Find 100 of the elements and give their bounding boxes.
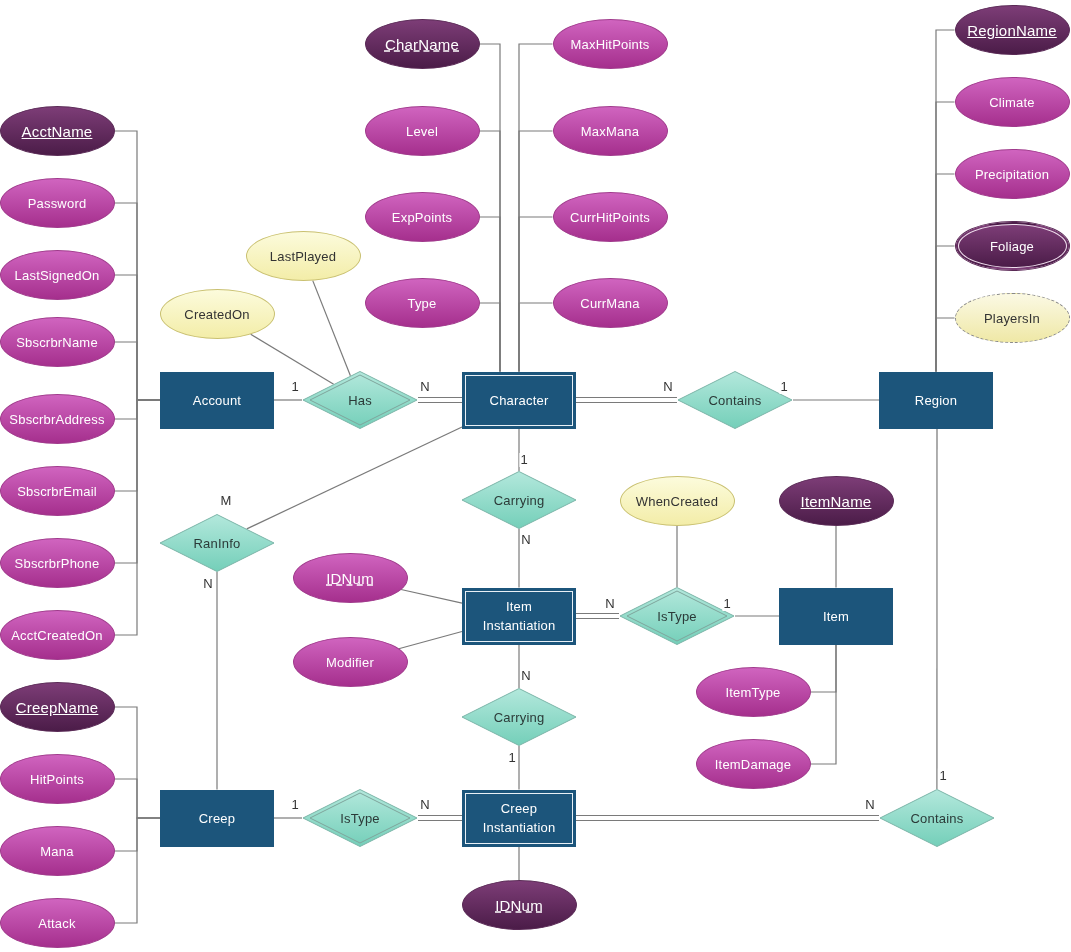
double-connector-line	[417, 396, 463, 404]
connector-line	[312, 280, 352, 377]
relationship-diamond	[879, 789, 995, 847]
attribute-name: AcctCreatedOn	[11, 627, 103, 643]
attribute-name: Modifier	[326, 654, 374, 670]
relationship-name: RanInfo	[193, 535, 241, 551]
identifying-relationship-diamond	[619, 587, 735, 645]
double-connector-line	[575, 612, 620, 620]
relationship-diamond	[677, 371, 793, 429]
cardinality-label: 1	[779, 380, 789, 394]
attribute-ellipse	[0, 538, 115, 588]
attribute-ellipse	[0, 754, 115, 804]
connector-line	[113, 399, 161, 636]
attribute-name: ExpPoints	[391, 209, 453, 225]
entity-name: Account	[192, 391, 242, 410]
connector-line	[273, 399, 303, 401]
cardinality-label: 1	[722, 597, 732, 611]
entity-name: Region	[914, 391, 958, 410]
connector-line	[734, 615, 780, 617]
relationship-name: Contains	[910, 810, 964, 826]
connector-line	[518, 302, 554, 373]
attribute-name: MaxHitPoints	[570, 36, 650, 52]
cardinality-label: N	[419, 380, 431, 394]
entity-box	[160, 789, 274, 847]
cardinality-label: N	[202, 577, 214, 591]
connector-line	[935, 317, 956, 373]
connector-line	[936, 427, 938, 790]
cardinality-label: 1	[290, 798, 300, 812]
attribute-name: Level	[405, 123, 439, 139]
attribute-ellipse	[0, 178, 115, 228]
connector-line	[518, 528, 520, 589]
attribute-name: SbscrbrEmail	[17, 483, 97, 499]
attribute-name: Climate	[989, 94, 1035, 110]
attribute-name: CurrMana	[580, 295, 640, 311]
cardinality-label: N	[520, 669, 532, 683]
cardinality-label: N	[864, 798, 876, 812]
attribute-ellipse	[0, 317, 115, 367]
connector-line	[400, 588, 463, 604]
attribute-name: WhenCreated	[635, 493, 719, 509]
cardinality-label: 1	[519, 453, 529, 467]
cardinality-label: N	[662, 380, 674, 394]
connector-line	[216, 571, 218, 791]
cardinality-label: 1	[507, 751, 517, 765]
connector-line	[250, 333, 335, 385]
cardinality-label: 1	[938, 769, 948, 783]
relationship-name: Contains	[708, 392, 762, 408]
attribute-name: LastSignedOn	[14, 267, 100, 283]
attribute-name: IDNum	[326, 569, 374, 587]
derived-attribute-ellipse	[954, 293, 1070, 343]
entity-name: Item	[822, 607, 850, 626]
weak-entity-box	[462, 789, 576, 847]
connector-line	[398, 630, 463, 650]
attribute-name: CurrHitPoints	[570, 209, 650, 225]
attribute-name: Mana	[40, 843, 74, 859]
entity-box	[879, 371, 993, 429]
connector-line	[273, 817, 303, 819]
entity-name: Character	[489, 391, 549, 410]
attribute-ellipse	[0, 826, 115, 876]
attribute-name: CharName	[384, 35, 460, 53]
attribute-name: Foliage	[989, 238, 1034, 254]
attribute-name: SbscrbrPhone	[14, 555, 100, 571]
attribute-name: Precipitation	[974, 166, 1050, 182]
identifying-relationship-diamond	[302, 789, 418, 847]
attribute-name: Password	[27, 195, 87, 211]
weak-entity-box	[462, 587, 576, 645]
double-connector-line	[575, 396, 678, 404]
attribute-name: SbscrbrName	[16, 334, 98, 350]
identifying-relationship-diamond	[302, 371, 418, 429]
entity-box	[779, 587, 893, 645]
entity-box	[160, 371, 274, 429]
connector-line	[478, 302, 501, 373]
key-attribute-ellipse	[0, 682, 115, 732]
connector-line	[835, 525, 837, 589]
attribute-ellipse	[0, 394, 115, 444]
attribute-name: AcctName	[21, 122, 93, 140]
attribute-name: ItemDamage	[714, 756, 792, 772]
connector-line	[518, 643, 520, 689]
attribute-name: LastPlayed	[269, 248, 337, 264]
cardinality-label: N	[520, 533, 532, 547]
weak-entity-box	[462, 371, 576, 429]
attribute-name: HitPoints	[30, 771, 84, 787]
double-connector-line	[417, 814, 463, 822]
cardinality-label: M	[219, 494, 233, 508]
attribute-ellipse	[0, 610, 115, 660]
entity-name: Creep Instantiation	[481, 800, 557, 837]
attribute-name: CreepName	[15, 698, 99, 716]
attribute-name: IDNum	[495, 896, 543, 914]
relationship-name: IsType	[340, 810, 380, 826]
attribute-name: CreatedOn	[184, 306, 250, 322]
connector-line	[246, 426, 463, 530]
relationship-name: Carrying	[493, 492, 545, 508]
connector-line	[518, 745, 520, 791]
cardinality-label: 1	[290, 380, 300, 394]
relationship-diamond	[159, 514, 275, 572]
connector-line	[809, 643, 837, 765]
connector-line	[113, 817, 161, 924]
relationship-diamond	[461, 471, 577, 529]
key-attribute-ellipse	[954, 5, 1070, 55]
relationship-diamond	[461, 688, 577, 746]
key-attribute-ellipse	[0, 106, 115, 156]
